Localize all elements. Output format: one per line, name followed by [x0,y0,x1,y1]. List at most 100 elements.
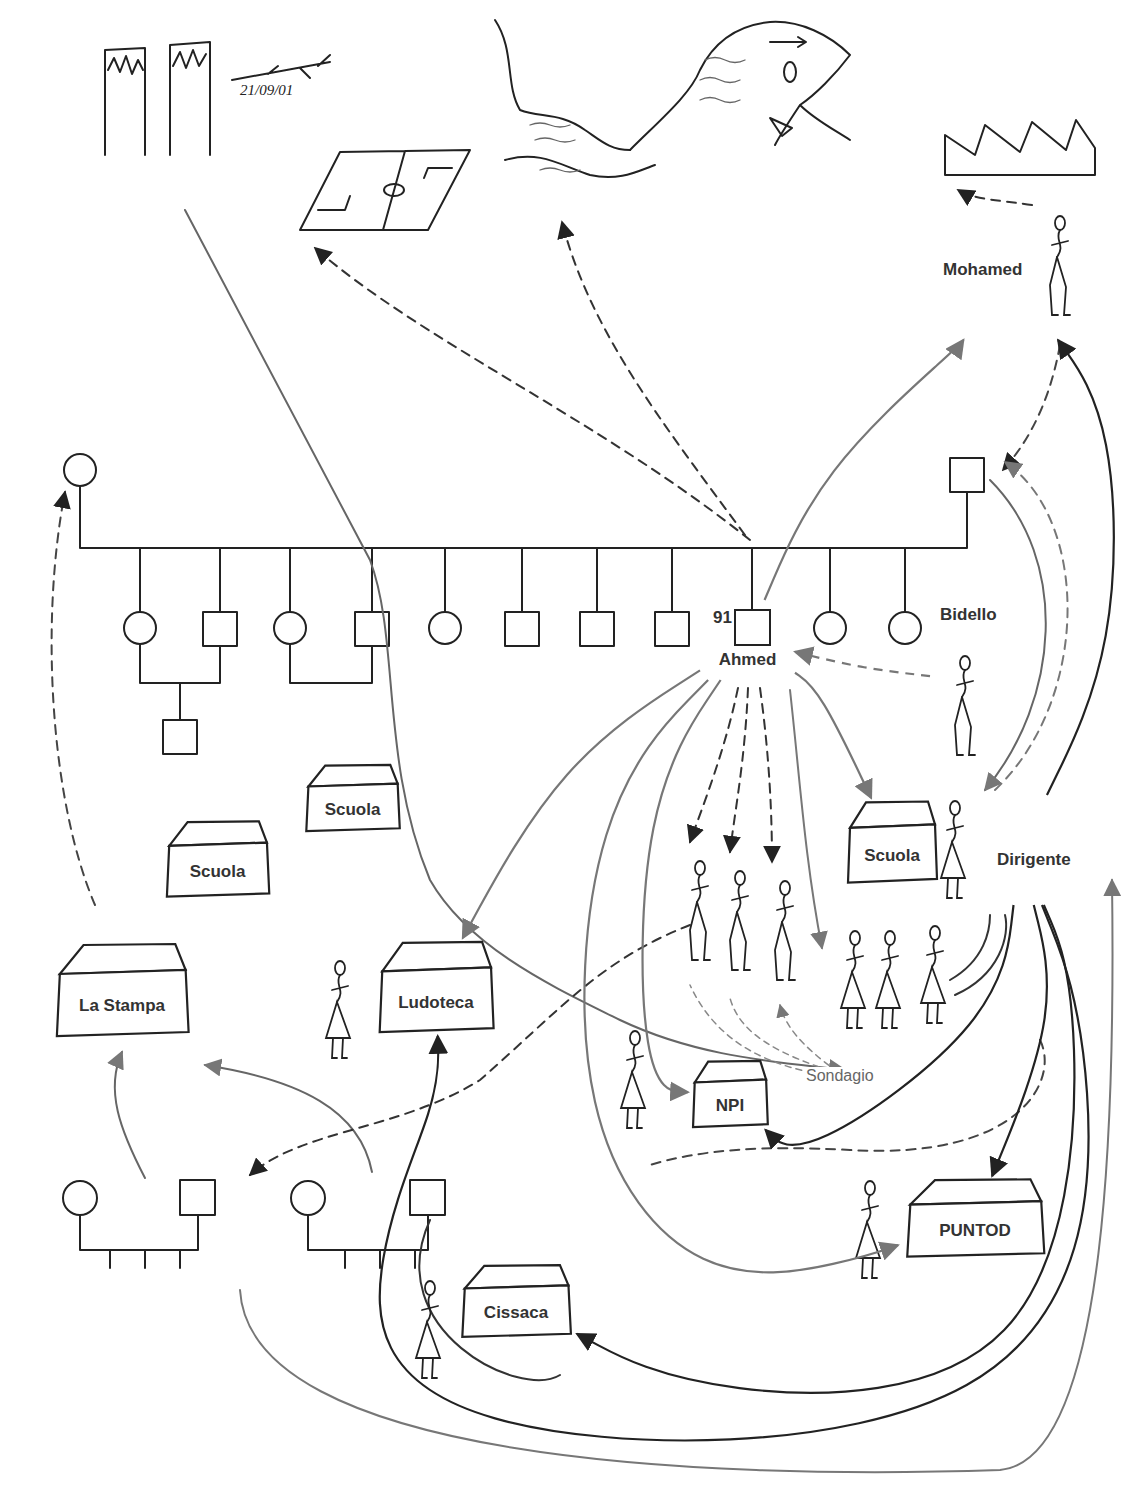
figure-head [630,1031,640,1045]
house-outline [48,940,196,1040]
dashed-link [995,462,1068,790]
map-coast [630,22,850,150]
figure-legs [955,697,975,755]
institution-name: Scuola [190,862,246,882]
tower-damage [173,50,206,68]
relation-arrow [795,673,871,798]
figure-skirt [621,1072,645,1128]
figure-skirt [941,842,965,898]
institution-name: Ludoteca [398,993,474,1013]
dashed-link [690,688,738,842]
event-line [185,210,845,1070]
person-male [655,612,689,646]
figure-body [777,895,793,922]
stick-figure [326,961,350,1058]
dashed-link [52,492,95,905]
dashed-link [650,1040,1045,1165]
institution-box: NPI [688,1058,772,1130]
figure-skirt [921,967,945,1023]
figure-head [780,881,790,895]
relation-arrow [795,652,930,676]
figure-head [1055,216,1065,230]
figure-skirt [416,1322,440,1378]
factory [945,120,1095,175]
institution-name: Scuola [864,846,920,866]
relation-arrow [577,905,1074,1393]
figure-body [927,940,943,967]
relation-arrow [643,680,721,1092]
person-figure: Bidello [930,600,1040,765]
person-figure: Mohamed [940,205,1080,340]
house-front [380,967,494,1032]
date-label: 21/09/01 [240,82,293,99]
institution-box: Scuola [300,762,405,834]
stick-figure [1050,216,1070,315]
institution-box: La Stampa [48,940,196,1040]
house-outline [372,938,500,1036]
football-field [300,150,470,230]
figure-skirt [876,972,900,1028]
house-outline [300,762,405,834]
note-label: Sondagio [803,1067,877,1085]
figure-head [950,801,960,815]
figure-body [862,1195,878,1222]
house-outline [455,1262,577,1340]
person-male [580,612,614,646]
dashed-link [315,248,750,540]
person-name: Bidello [940,605,997,625]
figure-head [850,931,860,945]
figure-skirt [326,1002,350,1058]
figure-body [957,670,973,697]
house-front [462,1285,571,1336]
relation-arrow [1047,340,1114,795]
house-outline [688,1058,772,1130]
genogram-line [140,644,372,720]
link [115,1052,145,1178]
sea-waves [530,58,745,173]
map-coast [495,20,630,150]
figure-head [865,1181,875,1195]
person-box: 91Ahmed [700,600,795,680]
person-male [950,458,984,492]
dashed-link [958,190,1032,205]
person-male [203,612,237,646]
relation-arrow [765,340,964,600]
genogram-line [308,1215,428,1268]
figure-head [885,931,895,945]
house-front [57,970,189,1036]
figure-legs [730,912,750,970]
map-mouth [770,118,792,136]
institution-name: Cissaca [484,1303,548,1323]
person-name: Mohamed [943,260,1022,280]
genogram-line [80,1215,198,1268]
person-male [180,1180,215,1215]
tower [105,48,145,155]
relation-arrow [765,905,1013,1145]
stick-figure [690,861,710,960]
stick-figure [921,926,945,1023]
house-front [848,824,937,882]
institution-box: Scuola [842,798,942,886]
figure-legs [690,902,710,960]
figure-body [1052,230,1068,257]
stick-figure [730,871,750,970]
map-coast [505,157,655,177]
relation-arrow [584,680,898,1272]
person-female [889,612,921,644]
index-person [735,610,770,645]
person-female [274,612,306,644]
institution-name: PUNTOD [939,1221,1010,1241]
relation-arrow [992,905,1047,1176]
house-front [693,1080,768,1128]
person-female [814,612,846,644]
stick-figure [955,656,975,755]
person-female [124,612,156,644]
stick-figure [841,931,865,1028]
figure-head [695,861,705,875]
plane [232,55,330,80]
link [205,1065,372,1172]
person-figure: Dirigente [935,795,1105,905]
figure-legs [1050,257,1070,315]
figure-body [692,875,708,902]
